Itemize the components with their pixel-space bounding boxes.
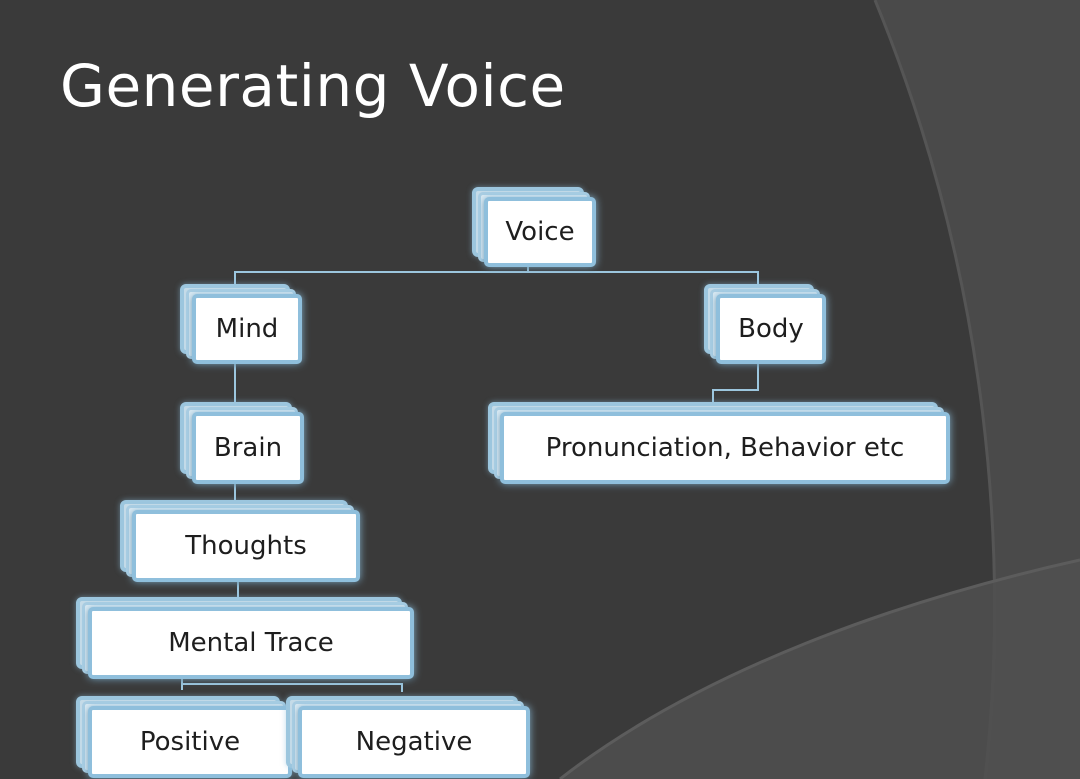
node-mental-trace: Mental Trace (76, 597, 414, 679)
node-label: Positive (139, 727, 241, 757)
node-positive: Positive (76, 696, 292, 778)
node-voice: Voice (472, 187, 596, 267)
node-body: Body (704, 284, 826, 364)
node-negative: Negative (286, 696, 530, 778)
connector-body-pronunciation (712, 362, 759, 404)
node-label: Voice (505, 217, 575, 247)
node-label: Negative (355, 727, 473, 757)
node-brain: Brain (180, 402, 304, 484)
slide-title: Generating Voice (60, 52, 566, 120)
node-label: Mental Trace (168, 628, 334, 658)
node-label: Thoughts (185, 531, 307, 561)
connector-mental-trace-children (181, 678, 403, 692)
node-label: Brain (213, 433, 283, 463)
node-thoughts: Thoughts (120, 500, 360, 582)
node-pronunciation-behavior: Pronunciation, Behavior etc (488, 402, 950, 484)
node-label: Mind (215, 314, 279, 344)
node-mind: Mind (180, 284, 302, 364)
node-label: Body (738, 314, 804, 344)
node-label: Pronunciation, Behavior etc (545, 433, 905, 463)
